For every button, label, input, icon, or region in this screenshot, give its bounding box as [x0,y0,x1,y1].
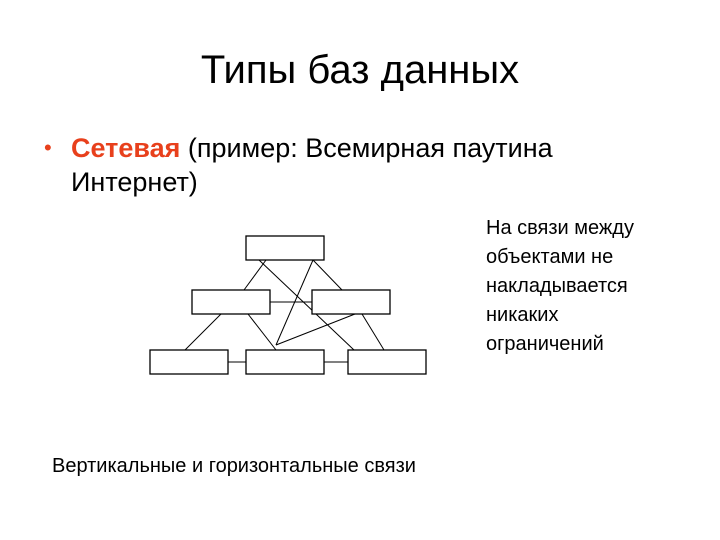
edge-midright-bottomright [361,313,385,351]
bullet-text: Сетевая (пример: Всемирная паутина Интер… [71,131,671,199]
edge-midleft-bottomleft [184,313,222,351]
edge-top-midleft [243,259,267,291]
diagram-caption: Вертикальные и горизонтальные связи [52,455,416,477]
node-top [245,235,325,261]
edge-top-bottomright [258,259,355,351]
node-mid-right [311,289,391,315]
annotation-line: никаких [486,304,559,326]
edge-midright-bottommiddle [275,313,356,346]
annotation-line: объектами не [486,246,614,268]
node-mid-left [191,289,271,315]
edge-midleft-bottommiddle [247,313,277,351]
bullet-rest: (пример: Всемирная паутина Интернет) [71,133,553,197]
diagram-nodes [149,235,427,375]
bullet-highlight: Сетевая [71,133,181,163]
diagram-edges [184,259,385,363]
annotation-line: ограничений [486,333,604,355]
slide-title: Типы баз данных [200,48,520,92]
node-bottom-middle [245,349,325,375]
annotation-line: На связи между [486,217,634,239]
annotation-text: На связи между объектами не накладываетс… [486,214,686,359]
annotation-line: накладывается [486,275,628,297]
node-bottom-right [347,349,427,375]
edge-top-bottommiddle [275,259,314,346]
bullet-marker: • [44,135,52,160]
node-bottom-left [149,349,229,375]
edge-top-midright [312,259,343,291]
